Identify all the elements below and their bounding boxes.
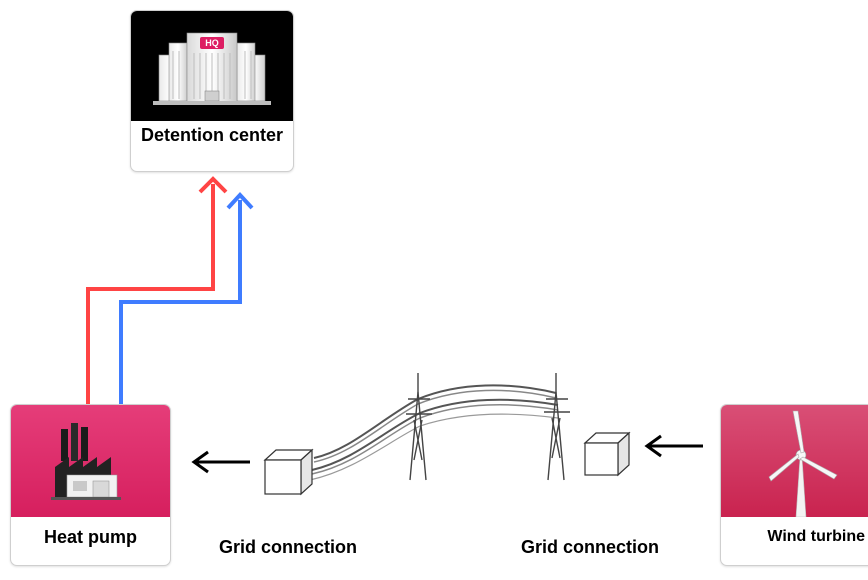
pylon-icon <box>406 373 432 481</box>
grid-box-icon <box>583 431 631 477</box>
grid-connection-label: Grid connection <box>218 537 357 557</box>
supply-pipe <box>86 176 228 404</box>
wind-turbine-icon <box>721 405 868 517</box>
hq-badge: HQ <box>205 38 219 48</box>
detention-center-node[interactable]: HQ Detention center <box>130 10 294 172</box>
heat-pump-node[interactable]: Heat pump <box>10 404 171 566</box>
power-line-icon <box>309 384 559 481</box>
wind-turbine-node[interactable]: Wind turbine <box>720 404 868 566</box>
wind-turbine-label: Wind turbine <box>767 528 865 545</box>
pylon-icon <box>544 373 570 481</box>
detention-center-label: Detention center <box>140 125 284 145</box>
grid-box-icon <box>263 448 314 496</box>
flow-arrow-left <box>191 450 250 474</box>
factory-icon <box>11 405 170 517</box>
return-pipe <box>119 192 254 404</box>
flow-arrow-right <box>644 434 703 458</box>
hq-building-icon: HQ <box>131 11 293 121</box>
grid-connection-label: Grid connection <box>520 537 659 557</box>
heat-pump-label: Heat pump <box>43 527 137 547</box>
